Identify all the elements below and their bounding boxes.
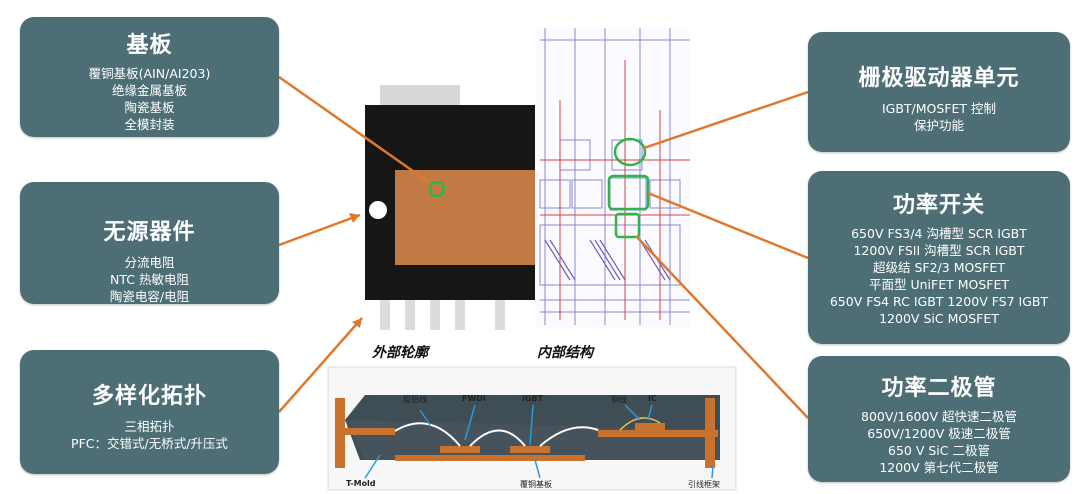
cross-section-diagram — [327, 366, 737, 491]
label-dbc: 覆铜基板 — [520, 480, 552, 489]
label-copper-wire: 铜线 — [611, 395, 627, 404]
card-gate-driver-line: 保护功能 — [913, 118, 964, 133]
card-power-diode-line: 1200V 第七代二极管 — [879, 460, 999, 475]
internal-layout-drawing — [535, 28, 690, 328]
card-passive-title: 无源器件 — [103, 220, 196, 245]
card-passive-line: 陶瓷电容/电阻 — [109, 289, 190, 304]
card-substrate-line: 绝缘金属基板 — [111, 83, 187, 98]
card-gate-driver: 栅极驱动器单元 IGBT/MOSFET 控制 保护功能 — [808, 32, 1070, 152]
module-photo — [365, 85, 535, 330]
card-gate-driver-title: 栅极驱动器单元 — [858, 66, 1020, 91]
card-substrate-line: 全模封装 — [124, 117, 175, 132]
connector-arrows — [278, 75, 809, 419]
card-passive-line: NTC 热敏电阻 — [110, 272, 189, 287]
card-power-switch-line: 1200V FSII 沟槽型 SCR IGBT — [853, 243, 1025, 258]
card-topology-line: PFC：交错式/无桥式/升压式 — [71, 436, 228, 451]
card-passive: 无源器件 分流电阻 NTC 热敏电阻 陶瓷电容/电阻 — [20, 182, 279, 304]
card-power-diode-line: 650V/1200V 极速二极管 — [867, 426, 1011, 441]
highlight-markers — [428, 137, 650, 239]
label-leadframe: 引线框架 — [688, 480, 720, 489]
card-power-switch-line: 平面型 UniFET MOSFET — [869, 277, 1009, 292]
card-power-diode-line: 800V/1600V 超快速二极管 — [861, 409, 1017, 424]
label-ic: IC — [648, 394, 657, 403]
card-topology: 多样化拓扑 三相拓扑 PFC：交错式/无桥式/升压式 — [20, 350, 279, 474]
card-passive-line: 分流电阻 — [124, 255, 175, 270]
card-power-diode: 功率二极管 800V/1600V 超快速二极管 650V/1200V 极速二极管… — [808, 356, 1070, 482]
card-substrate-title: 基板 — [126, 33, 173, 58]
label-fwdi: FWDI — [462, 394, 486, 403]
card-substrate-line: 覆铜基板(AIN/AI203) — [88, 66, 211, 81]
caption-outer: 外部轮廓 — [372, 345, 428, 361]
card-gate-driver-line: IGBT/MOSFET 控制 — [881, 101, 997, 116]
card-topology-line: 三相拓扑 — [124, 419, 175, 434]
card-topology-title: 多样化拓扑 — [91, 384, 207, 409]
label-igbt: IGBT — [522, 394, 544, 403]
label-bond-wire-thick: 粗铝线 — [403, 395, 427, 404]
card-power-diode-title: 功率二极管 — [881, 376, 997, 401]
label-tmold: T-Mold — [346, 479, 376, 488]
card-substrate: 基板 覆铜基板(AIN/AI203) 绝缘金属基板 陶瓷基板 全模封装 — [20, 17, 279, 137]
card-power-switch-line: 650V FS3/4 沟槽型 SCR IGBT — [851, 226, 1027, 241]
card-power-switch-line: 650V FS4 RC IGBT 1200V FS7 IGBT — [829, 294, 1049, 309]
card-substrate-line: 陶瓷基板 — [124, 100, 175, 115]
card-power-switch-line: 超级结 SF2/3 MOSFET — [873, 260, 1005, 275]
card-power-diode-line: 650 V SiC 二极管 — [888, 443, 990, 458]
card-power-switch-line: 1200V SiC MOSFET — [879, 311, 999, 326]
card-power-switch-title: 功率开关 — [892, 193, 985, 218]
caption-inner: 内部结构 — [537, 345, 593, 361]
card-power-switch: 功率开关 650V FS3/4 沟槽型 SCR IGBT 1200V FSII … — [808, 171, 1070, 344]
